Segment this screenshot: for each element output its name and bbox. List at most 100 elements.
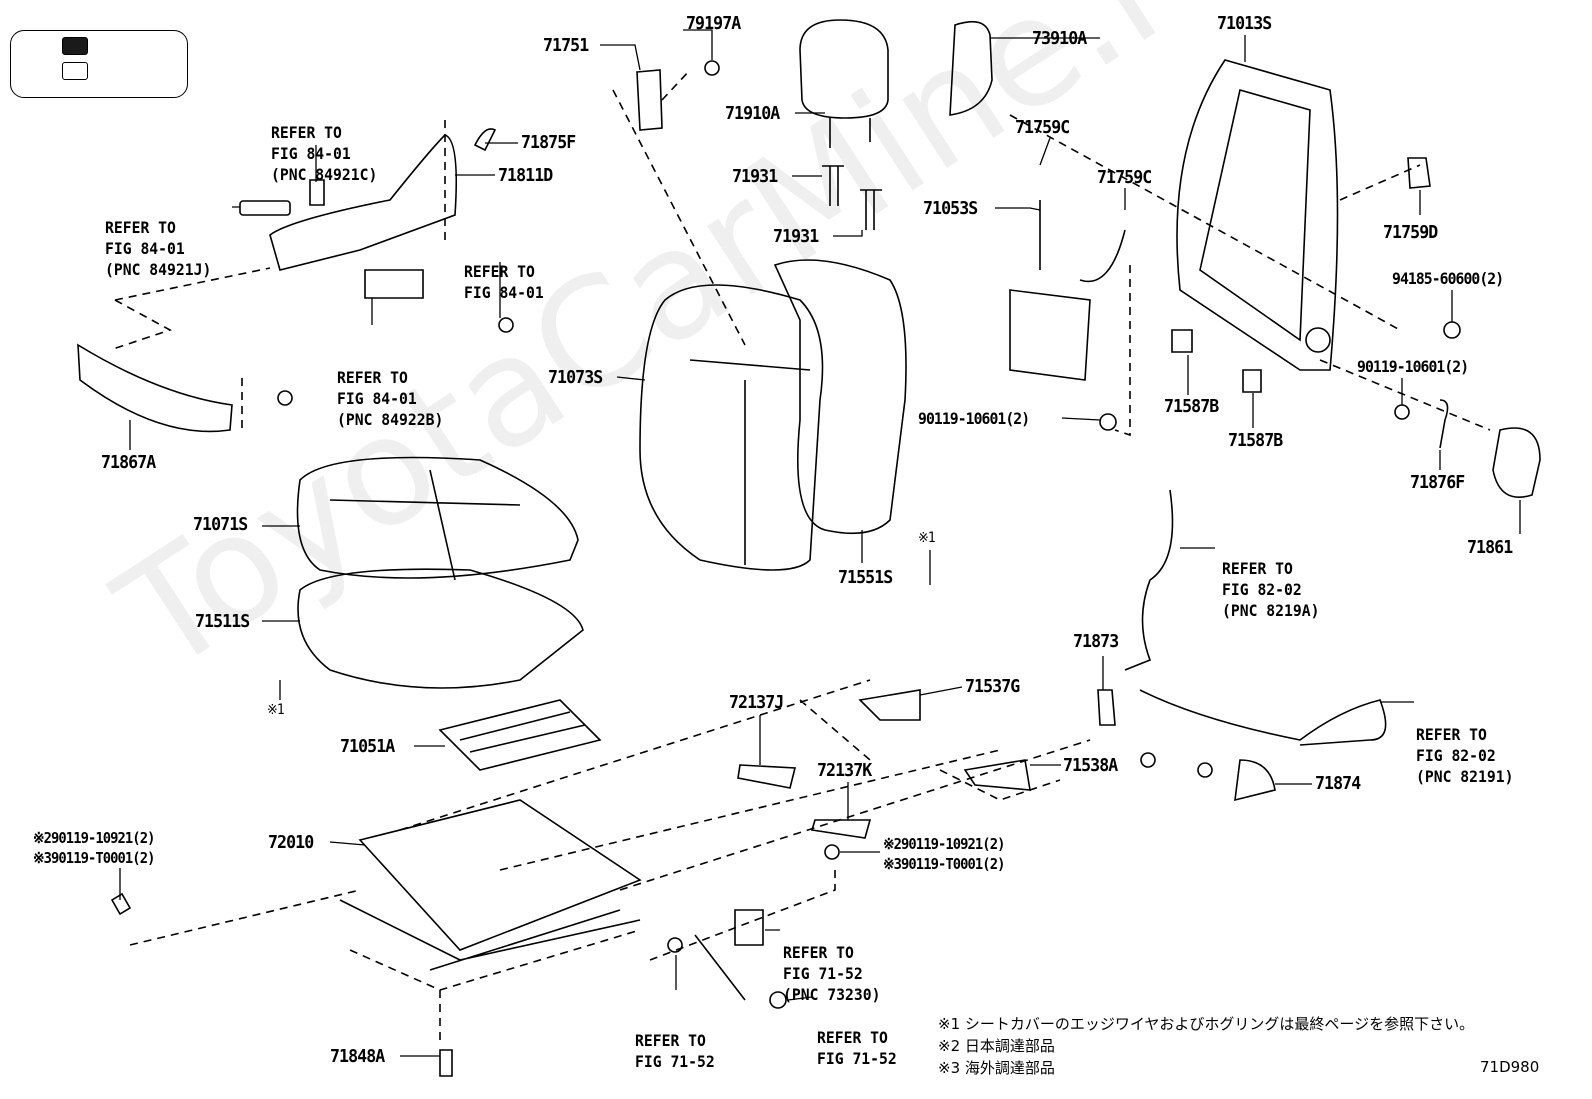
bolt-left (110, 892, 132, 916)
part-label[interactable]: 71861 (1467, 537, 1513, 558)
part-label[interactable]: 71587B (1228, 430, 1283, 451)
bracket-71874 (1234, 759, 1276, 802)
ref-line: (PNC 84921C) (271, 165, 378, 184)
ref-line: (PNC 82191) (1416, 767, 1514, 786)
part-label[interactable]: 71873 (1073, 631, 1119, 652)
part-label[interactable]: 72137J (729, 692, 784, 713)
part-label[interactable]: ※390119-T0001(2) (883, 855, 1005, 873)
part-label[interactable]: 71071S (193, 514, 248, 535)
bolt (824, 844, 840, 860)
ref-line: FIG 71-52 (783, 964, 863, 983)
legend-box (10, 30, 188, 98)
screw (277, 390, 293, 406)
seat-track (339, 799, 642, 971)
part-label[interactable]: 94185-60600(2) (1392, 269, 1504, 288)
part-label[interactable]: 71759C (1015, 117, 1070, 138)
spring-71051A (438, 699, 602, 771)
part-label[interactable]: 71759D (1383, 222, 1438, 243)
part-label[interactable]: 71538A (1063, 755, 1118, 776)
part-label[interactable]: ※290119-10921(2) (883, 835, 1005, 853)
bracket-71751 (636, 69, 663, 131)
part-label[interactable]: 71013S (1217, 13, 1272, 34)
part-label[interactable]: 73910A (1032, 28, 1087, 49)
bolt-71848A (439, 1049, 453, 1077)
screw (498, 317, 514, 333)
legend-filled-swatch (62, 37, 88, 55)
switch-knob-84921J (239, 200, 291, 216)
part-label[interactable]: ※290119-10921(2) (33, 829, 155, 847)
headrest (799, 19, 889, 119)
part-label[interactable]: 71910A (725, 103, 780, 124)
ref-line: (PNC 73230) (783, 985, 881, 1004)
bracket-72137J (737, 764, 797, 789)
ref-line: FIG 82-02 (1222, 580, 1302, 599)
footnote-3: ※3 海外調達部品 (938, 1059, 1055, 1077)
part-label[interactable]: 71867A (101, 452, 156, 473)
side-shield (269, 134, 458, 271)
headrest-stays (829, 118, 871, 148)
ref-line: REFER TO (337, 368, 408, 387)
part-label[interactable]: 71875F (521, 132, 576, 153)
part-label[interactable]: 71053S (923, 198, 978, 219)
part-label[interactable]: 71751 (543, 35, 589, 56)
seatback-board (949, 20, 993, 116)
seatback-cover (639, 284, 824, 571)
switch-box (364, 269, 424, 299)
leader-lines (119, 29, 1521, 1057)
seatbelt-buckle (694, 909, 764, 1001)
part-label[interactable]: 71511S (195, 611, 250, 632)
ref-line: REFER TO (817, 1028, 888, 1047)
nut (769, 991, 787, 1009)
part-label[interactable]: 71537G (965, 676, 1020, 697)
part-label[interactable]: 90119-10601(2) (1357, 357, 1469, 376)
part-label[interactable]: 71587B (1164, 396, 1219, 417)
ref-line: REFER TO (1222, 559, 1293, 578)
cover-71876F (1439, 399, 1449, 449)
part-label[interactable]: 79197A (686, 13, 741, 34)
part-label[interactable]: ※390119-T0001(2) (33, 849, 155, 867)
ref-line: REFER TO (1416, 725, 1487, 744)
footnote-mark: ※1 (918, 530, 936, 546)
ref-line: FIG 84-01 (464, 283, 544, 302)
nut-94185 (1443, 321, 1461, 339)
part-label[interactable]: 72010 (268, 832, 314, 853)
part-label[interactable]: 72137K (817, 760, 872, 781)
seatback-spring (1009, 200, 1126, 381)
ref-line: REFER TO (271, 123, 342, 142)
ref-line: REFER TO (105, 218, 176, 237)
bracket-71537G (858, 689, 921, 721)
legend-empty-swatch (62, 62, 88, 80)
part-label[interactable]: 71848A (330, 1046, 385, 1067)
cover-71861 (1492, 427, 1541, 498)
footnotes: ※1 シートカバーのエッジワイヤおよびホグリングは最終ページを参照下さい。 ※2… (938, 1013, 1474, 1079)
part-label[interactable]: 71874 (1315, 773, 1361, 794)
bolt (1140, 752, 1156, 768)
refer-to-fig-84-01[interactable]: REFER TO FIG 84-01 (464, 219, 544, 324)
seatback-pad (773, 259, 907, 535)
part-label[interactable]: 71551S (838, 567, 893, 588)
bolt (667, 937, 683, 953)
part-label[interactable]: 71051A (340, 736, 395, 757)
seat-cushion-cover (296, 456, 579, 579)
part-label[interactable]: 90119-10601(2) (918, 409, 1030, 428)
part-label[interactable]: 71759C (1097, 167, 1152, 188)
part-label[interactable]: 71931 (773, 226, 819, 247)
wire-harness-8219A (1124, 489, 1174, 671)
ref-line: REFER TO (464, 262, 535, 281)
part-label[interactable]: 71876F (1410, 472, 1465, 493)
seatback-frame (1176, 59, 1339, 371)
part-label[interactable]: 71811D (498, 165, 553, 186)
part-label[interactable]: 71073S (548, 367, 603, 388)
part-label[interactable]: 71931 (732, 166, 778, 187)
bolt-90119 (1394, 404, 1410, 420)
ref-line: (PNC 84922B) (337, 410, 444, 429)
ref-line: (PNC 84921J) (105, 260, 212, 279)
